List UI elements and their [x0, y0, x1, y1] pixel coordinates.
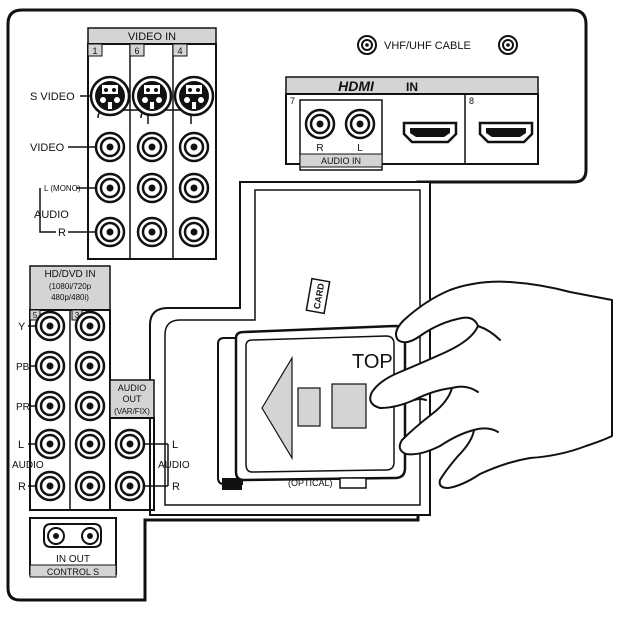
video-port-4	[178, 131, 210, 163]
component-y-label: Y	[18, 321, 26, 333]
slot-logo: CARD	[305, 277, 331, 315]
pc-card: TOP (OPTICAL)	[217, 324, 407, 490]
audio-l-port-6	[136, 172, 168, 204]
control-s-section: IN OUT CONTROL S	[29, 517, 117, 578]
hdmi-logo: HDMI	[338, 78, 375, 94]
component-pb-label: PB	[16, 362, 30, 373]
hddvd-resolution-line2: 480p/480i)	[51, 293, 89, 302]
audio-out-section: AUDIO OUT (VAR/FIX) L AUDIO R	[109, 379, 190, 511]
s-video-label: S VIDEO	[30, 91, 75, 103]
audio-label: AUDIO	[34, 209, 69, 221]
audio-in-r-label: R	[316, 143, 323, 154]
svg-text:CARD: CARD	[312, 282, 326, 310]
component-audio-label: AUDIO	[12, 460, 44, 471]
audio-out-r-label: R	[172, 481, 180, 493]
audio-out-r-port	[114, 470, 146, 502]
hdmi-in-section: HDMI IN 7 8 R L AUDIO IN	[285, 76, 539, 171]
component-y-port-3	[74, 310, 106, 342]
component-audio-l-port-3	[74, 428, 106, 460]
card-top-label: TOP	[352, 351, 393, 373]
component-pr-port-3	[74, 390, 106, 422]
video-in-6-label: 6	[134, 46, 139, 56]
video-port-1	[94, 131, 126, 163]
audio-out-label-1: AUDIO	[118, 383, 147, 393]
hdmi-port-7	[402, 121, 458, 144]
in-out-label: IN OUT	[56, 554, 90, 565]
s-video-port-4	[173, 75, 215, 117]
s-video-port-1	[89, 75, 131, 117]
hdmi-8-label: 8	[469, 96, 474, 106]
hdmi-in-label: IN	[406, 80, 418, 94]
component-y-port-5	[34, 310, 66, 342]
audio-l-mono-label: L (MONO)	[44, 184, 81, 193]
hddvd-5-label: 5	[33, 311, 38, 320]
audio-r-port-4	[178, 216, 210, 248]
optical-label: (OPTICAL)	[288, 478, 333, 488]
vhf-uhf-section: VHF/UHF CABLE	[357, 35, 518, 55]
hand-illustration	[369, 280, 613, 489]
audio-in-label: AUDIO IN	[321, 156, 361, 166]
component-l-label: L	[18, 439, 24, 451]
audio-in-l-label: L	[357, 143, 363, 154]
hddvd-in-section: HD/DVD IN (1080i/720p 480p/480i) 5 3 Y P…	[12, 265, 111, 511]
video-in-header: VIDEO IN	[128, 31, 176, 43]
hddvd-3-label: 3	[75, 311, 80, 320]
video-in-1-label: 1	[92, 46, 97, 56]
vhf-uhf-cable-label: VHF/UHF CABLE	[384, 40, 471, 52]
hdmi-port-8	[478, 121, 534, 144]
component-pr-label: PR	[16, 402, 30, 413]
audio-r-port-6	[136, 216, 168, 248]
component-pb-port-5	[34, 350, 66, 382]
audio-out-label-2: OUT	[123, 394, 143, 404]
component-r-label: R	[18, 481, 26, 493]
s-video-port-6	[131, 75, 173, 117]
audio-out-l-label: L	[172, 439, 178, 451]
video-in-4-label: 4	[177, 46, 182, 56]
audio-in-l-port	[344, 108, 376, 140]
component-audio-r-port-5	[34, 470, 66, 502]
hddvd-in-label: HD/DVD IN	[44, 269, 95, 280]
audio-l-port-1	[94, 172, 126, 204]
component-pr-port-5	[34, 390, 66, 422]
audio-out-l-port	[114, 428, 146, 460]
audio-l-port-4	[178, 172, 210, 204]
video-port-6	[136, 131, 168, 163]
control-s-label: CONTROL S	[47, 567, 99, 577]
video-in-section: VIDEO IN 1 6 4 S VIDEO VIDEO L (MONO) AU…	[30, 27, 217, 260]
audio-in-r-port	[304, 108, 336, 140]
video-label: VIDEO	[30, 142, 65, 154]
component-audio-l-port-5	[34, 428, 66, 460]
audio-out-audio-label: AUDIO	[158, 460, 190, 471]
component-pb-port-3	[74, 350, 106, 382]
audio-r-port-1	[94, 216, 126, 248]
audio-out-label-3: (VAR/FIX)	[114, 407, 150, 416]
component-audio-r-port-3	[74, 470, 106, 502]
hddvd-resolution-line1: (1080i/720p	[49, 282, 92, 291]
hdmi-7-label: 7	[290, 96, 295, 106]
audio-r-label: R	[58, 227, 66, 239]
